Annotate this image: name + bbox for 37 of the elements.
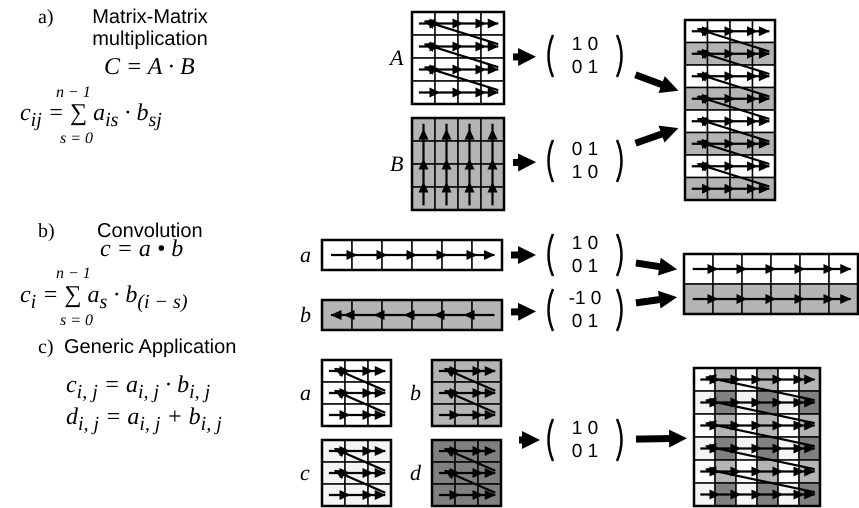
sum-limit: s = 0 <box>60 312 94 330</box>
transform-matrix: 0 1 1 0 <box>543 138 627 184</box>
matrix-name: B <box>390 153 404 175</box>
formula: d$_{i, j}$ = a$_{i, j}$ + b$_{i, j}$ <box>66 404 222 435</box>
arrow <box>635 258 678 276</box>
section-marker: a) <box>38 6 54 28</box>
formula: c$_{i}$ = ∑ a$_{s}$ · b$_{(i − s)}$ <box>20 282 188 313</box>
transform-matrix: -1 0 0 1 <box>543 287 627 333</box>
matrix-name: a <box>300 244 311 266</box>
section-marker: b) <box>38 220 55 242</box>
arrow <box>635 290 678 309</box>
arrow <box>512 48 536 66</box>
section-heading: Matrix-Matrix multiplication <box>91 6 209 50</box>
arrow <box>511 246 536 264</box>
sum-limit: n − 1 <box>56 84 91 102</box>
transform-matrix: 1 0 0 1 <box>543 33 627 79</box>
sum-limit: n − 1 <box>56 265 91 283</box>
arrow <box>636 430 688 448</box>
arrow <box>634 72 678 93</box>
transform-matrix: 1 0 0 1 <box>543 417 627 463</box>
arrow <box>634 126 678 147</box>
matrix-name: A <box>390 47 404 69</box>
matrix-name: d <box>410 462 421 484</box>
arrow <box>510 302 536 321</box>
matrix-name: a <box>300 382 311 404</box>
matrix-name: b <box>410 382 421 404</box>
matrix-name: b <box>300 304 311 326</box>
formula: c$_{ij}$ = ∑ a$_{is}$ · b$_{sj}$ <box>20 100 162 131</box>
formula: C = A · B <box>104 54 195 80</box>
sum-limit: s = 0 <box>60 130 94 148</box>
arrow <box>519 431 540 449</box>
formula: c$_{i, j}$ = a$_{i, j}$ · b$_{i, j}$ <box>66 372 210 403</box>
section-marker: c) <box>38 336 54 358</box>
matrix-name: c <box>300 462 310 484</box>
transform-matrix: 1 0 0 1 <box>543 232 627 278</box>
section-heading: Generic Application <box>64 336 236 358</box>
arrow <box>512 153 536 172</box>
